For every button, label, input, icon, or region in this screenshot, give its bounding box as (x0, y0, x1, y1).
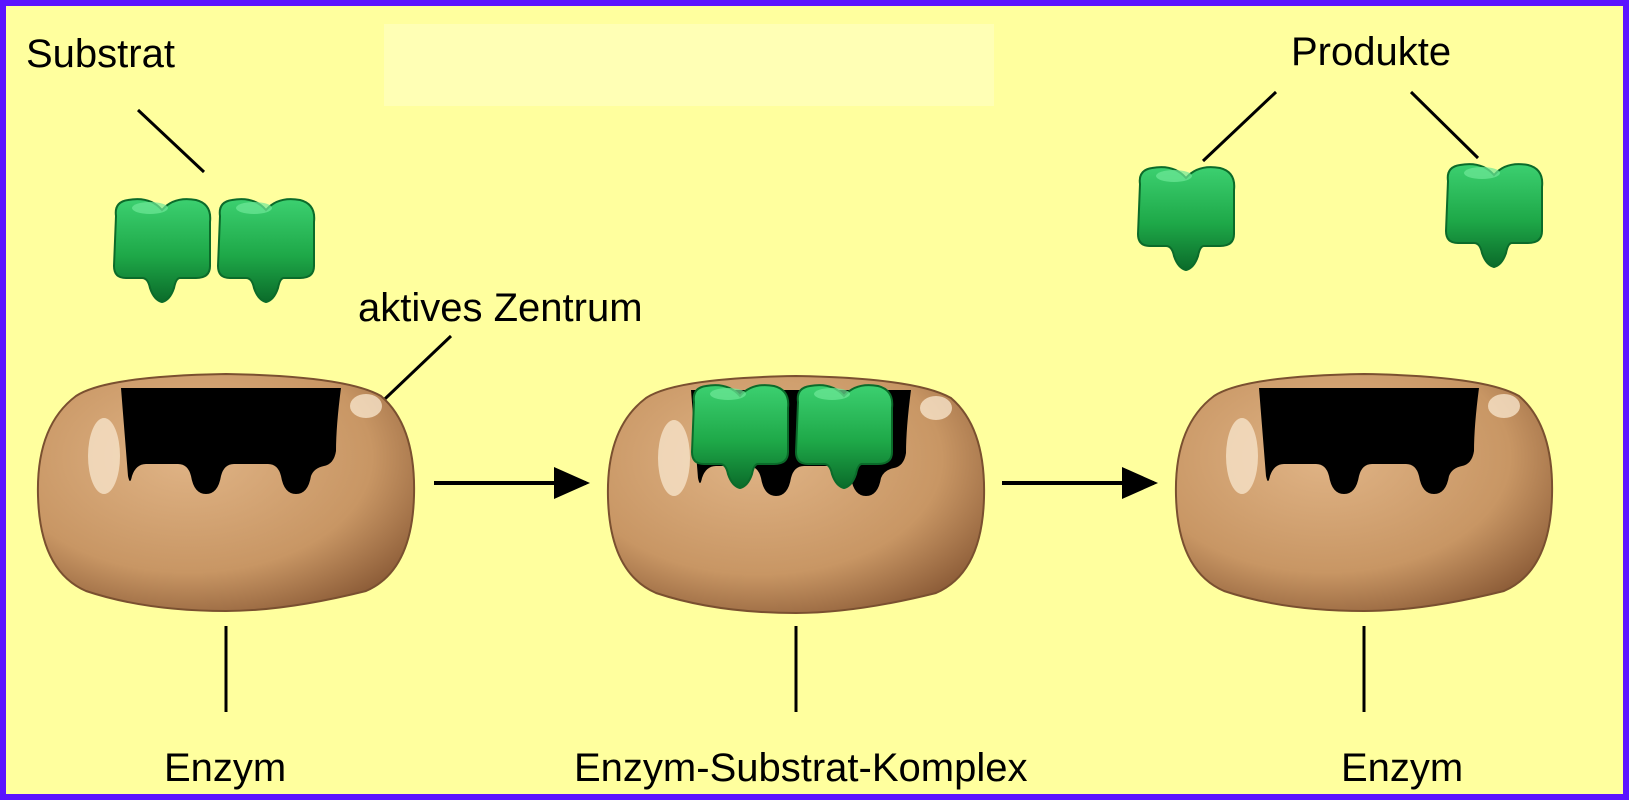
label-enzyme-left: Enzym (164, 748, 286, 788)
diagram-canvas: Substrat aktives Zentrum Produkte Enzym … (6, 6, 1623, 794)
label-enzyme-substrate-complex: Enzym-Substrat-Komplex (574, 748, 1027, 788)
enzyme-reaction-diagram (6, 6, 1623, 794)
products-leader-line-left (1203, 92, 1276, 161)
products-leader-line-right (1411, 92, 1478, 158)
product-molecule-right (1446, 164, 1542, 267)
enzyme-right (1176, 374, 1552, 611)
label-substrate: Substrat (26, 34, 175, 74)
label-active-site: aktives Zentrum (358, 288, 643, 328)
label-products: Produkte (1291, 32, 1451, 72)
enzyme-substrate-complex (608, 376, 984, 613)
label-enzyme-right: Enzym (1341, 748, 1463, 788)
enzyme-left (38, 374, 414, 611)
substrate-leader-line (138, 110, 204, 172)
product-molecule-left (1138, 167, 1234, 270)
substrate-molecule (114, 199, 314, 302)
